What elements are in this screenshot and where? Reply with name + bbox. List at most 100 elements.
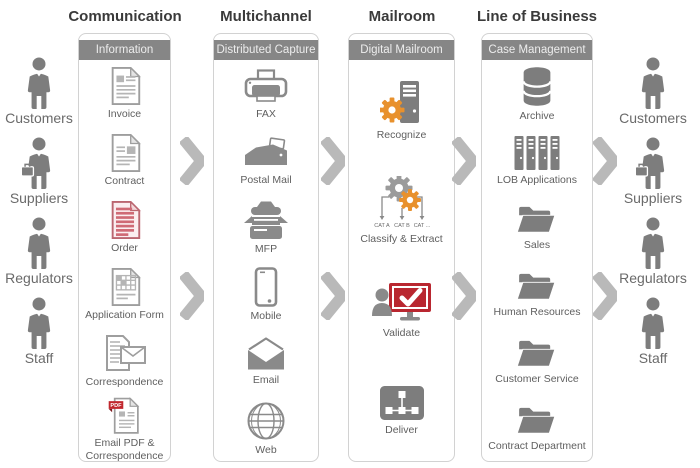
flow-arrow-icon: [591, 270, 622, 322]
flow-arrow-icon: [319, 135, 350, 187]
item-label: Postal Mail: [240, 174, 292, 187]
mfp-copier-icon: [244, 201, 288, 240]
folder-icon: [516, 408, 556, 435]
item-label: Customer Service: [495, 373, 579, 386]
open-envelope-icon: [248, 337, 284, 370]
person-monitor-check-icon: [371, 282, 431, 321]
person-icon: [27, 57, 51, 109]
item-label: Web: [255, 444, 277, 457]
column-title-multichannel: Multichannel: [220, 8, 312, 25]
panel-header-distributed-capture: Distributed Capture: [214, 40, 318, 60]
actor-customers: Customers: [619, 57, 687, 126]
actor-suppliers: Suppliers: [10, 137, 68, 206]
actor-label: Customers: [619, 110, 687, 126]
actor-label: Regulators: [5, 270, 73, 286]
item-invoice: Invoice: [79, 61, 170, 128]
contract-document-icon: [111, 134, 141, 173]
item-contract: Contract: [79, 128, 170, 195]
column-title-communication: Communication: [68, 8, 182, 25]
flow-arrow-icon: [450, 135, 481, 187]
actor-label: Staff: [638, 350, 668, 366]
actor-staff: Staff: [633, 297, 673, 366]
item-label: LOB Applications: [497, 174, 577, 187]
correspondence-document-icon: [105, 335, 146, 372]
actors-right: Customers Suppliers Regulators: [614, 57, 692, 377]
item-label: MFP: [254, 243, 278, 256]
item-label: Human Resources: [493, 306, 581, 319]
postal-mail-device-icon: [245, 137, 287, 166]
server-gear-icon: [379, 80, 419, 123]
item-contract-department: Contract Department: [482, 396, 592, 463]
network-nodes-icon: [379, 385, 424, 420]
category-label: CAT A: [374, 223, 390, 229]
folder-icon: [516, 274, 556, 301]
item-label: Contract: [104, 175, 145, 188]
item-label: Validate: [382, 326, 421, 339]
fax-printer-icon: [244, 69, 288, 103]
actor-regulators: Regulators: [619, 217, 687, 286]
item-archive: Archive: [482, 61, 592, 128]
flow-arrow-icon: [591, 135, 622, 187]
item-label: Mobile: [250, 310, 282, 323]
pdf-badge-label: PDF: [110, 403, 122, 409]
item-recognize: Recognize: [349, 61, 454, 161]
column-title-mailroom: Mailroom: [368, 8, 436, 25]
order-document-icon: [111, 201, 141, 240]
gears-classify-icon: CAT A CAT B CAT ...: [374, 175, 430, 229]
globe-icon: [247, 402, 285, 440]
item-correspondence: Correspondence: [79, 329, 170, 396]
item-sales: Sales: [482, 195, 592, 262]
item-label: Correspondence: [85, 376, 164, 389]
database-icon: [522, 67, 552, 107]
item-fax: FAX: [214, 61, 318, 128]
item-email: Email: [214, 329, 318, 396]
server-racks-icon: [514, 136, 560, 171]
actor-staff: Staff: [19, 297, 59, 366]
invoice-document-icon: [111, 67, 141, 106]
actor-label: Suppliers: [9, 190, 69, 206]
item-label: Order: [111, 242, 138, 255]
item-label: Invoice: [107, 108, 142, 121]
item-label: Sales: [523, 239, 551, 252]
actor-customers: Customers: [5, 57, 73, 126]
folder-icon: [516, 207, 556, 234]
mobile-phone-icon: [254, 267, 278, 308]
column-title-line-of-business: Line of Business: [476, 8, 598, 25]
item-label: Archive: [519, 110, 555, 123]
person-briefcase-icon: [20, 137, 51, 189]
item-validate: Validate: [349, 261, 454, 361]
item-application-form: Application Form: [79, 262, 170, 329]
item-order: Order: [79, 195, 170, 262]
flow-arrow-icon: [319, 270, 350, 322]
item-human-resources: Human Resources: [482, 262, 592, 329]
actor-label: Suppliers: [623, 190, 683, 206]
panel-header-information: Information: [79, 40, 170, 60]
panel-line-of-business: Case Management Archive: [481, 33, 593, 462]
item-label: Deliver: [385, 423, 418, 436]
person-briefcase-icon: [634, 137, 665, 189]
item-label: Contract Department: [488, 440, 586, 453]
flow-arrow-icon: [178, 135, 209, 187]
application-form-document-icon: [111, 268, 141, 307]
flow-arrow-icon: [450, 270, 481, 322]
item-web: Web: [214, 396, 318, 463]
actor-label: Customers: [5, 110, 73, 126]
email-pdf-document-icon: PDF: [108, 397, 139, 434]
folder-icon: [516, 341, 556, 368]
panel-communication: Information Invoice: [78, 33, 171, 462]
item-email-pdf-correspondence: PDF Email PDF & Correspondence: [79, 396, 170, 463]
category-label: CAT ...: [413, 223, 430, 229]
item-postal-mail: Postal Mail: [214, 128, 318, 195]
item-customer-service: Customer Service: [482, 329, 592, 396]
item-label: Email PDF & Correspondence: [85, 436, 164, 462]
person-icon: [27, 297, 51, 349]
actor-regulators: Regulators: [5, 217, 73, 286]
item-classify-extract: CAT A CAT B CAT ... Classify & Extract: [349, 161, 454, 261]
item-deliver: Deliver: [349, 361, 454, 461]
item-label: FAX: [256, 108, 276, 121]
actors-left: Customers Suppliers Regulators: [0, 57, 78, 377]
actor-label: Regulators: [619, 270, 687, 286]
item-label: Email: [252, 374, 280, 387]
person-icon: [641, 217, 665, 269]
